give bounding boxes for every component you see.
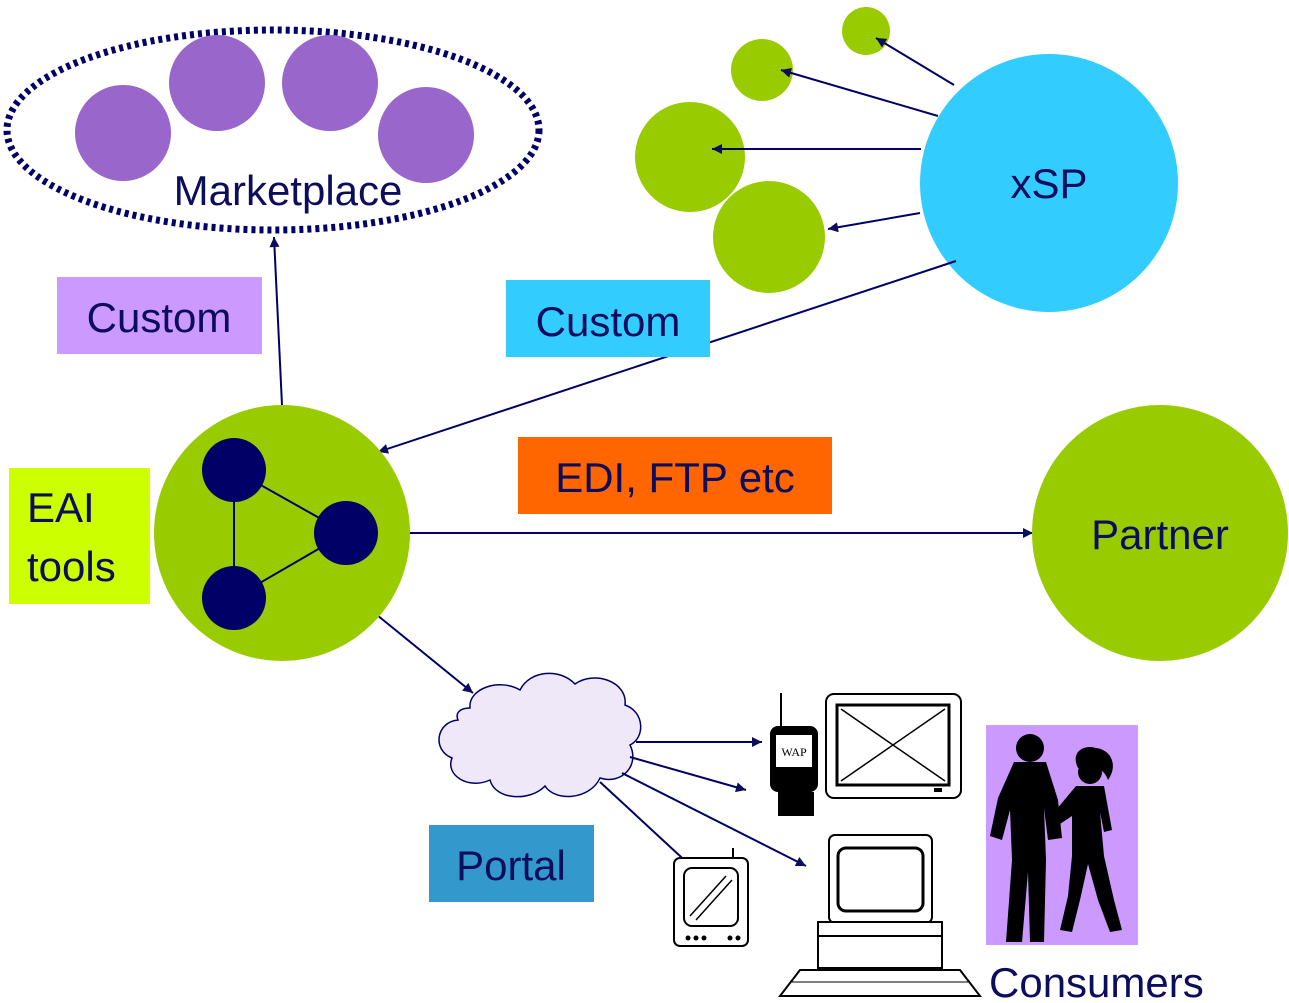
xsp-node xyxy=(920,54,1178,312)
eai-hub xyxy=(154,405,410,661)
marketplace-member-node xyxy=(75,85,171,181)
xsp-arrow xyxy=(827,212,921,233)
marketplace-boundary xyxy=(3,26,543,234)
eai-tools-label-line2: tools xyxy=(27,543,116,590)
custom-label-xsp-text: Custom xyxy=(536,298,681,345)
custom-label-xsp: Custom xyxy=(506,280,710,357)
eai-to-portal-arrow xyxy=(376,614,474,694)
xsp-client-node xyxy=(731,39,793,101)
xsp-arrow xyxy=(875,37,955,86)
portal-to-pc-arrow xyxy=(621,772,807,867)
wap-phone-text: WAP xyxy=(781,745,807,759)
eai-tools-label: EAI tools xyxy=(9,468,150,604)
television-icon xyxy=(825,693,962,799)
consumers-image xyxy=(986,725,1138,945)
portal-to-pda-arrow xyxy=(599,781,694,869)
custom-label-marketplace: Custom xyxy=(57,277,262,354)
marketplace-member-node xyxy=(378,87,474,183)
man-silhouette-icon xyxy=(990,734,1062,942)
portal-label: Portal xyxy=(429,825,594,902)
portal-to-tv-arrow xyxy=(629,756,747,793)
portal-label-text: Portal xyxy=(456,842,566,889)
marketplace-group: Marketplace xyxy=(3,26,543,234)
wap-phone-icon: WAP xyxy=(770,693,818,816)
edi-ftp-label: EDI, FTP etc xyxy=(518,437,832,514)
partner-label: Partner xyxy=(1091,511,1229,558)
consumers-label: Consumers xyxy=(989,959,1204,1003)
eai-component-node xyxy=(202,566,266,630)
custom-label-marketplace-text: Custom xyxy=(87,294,232,341)
desktop-computer-icon xyxy=(777,834,983,997)
edi-ftp-label-text: EDI, FTP etc xyxy=(555,454,795,501)
xsp-client-node xyxy=(842,7,890,55)
marketplace-member-node xyxy=(282,35,378,131)
portal-cloud-icon xyxy=(438,672,642,798)
partner-group: Partner xyxy=(1032,405,1288,661)
xsp-client-node xyxy=(635,102,745,212)
xsp-client-node xyxy=(713,181,825,293)
woman-silhouette-icon xyxy=(1046,746,1122,932)
xsp-label: xSP xyxy=(1010,160,1087,207)
xsp-arrow xyxy=(780,68,939,117)
eai-component-node xyxy=(202,438,266,502)
partner-node xyxy=(1032,405,1288,661)
xsp-group: xSP xyxy=(635,7,1178,312)
marketplace-member-node xyxy=(169,35,265,131)
pda-icon xyxy=(673,848,749,947)
eai-to-marketplace-arrow xyxy=(269,236,283,406)
eai-tools-label-line1: EAI xyxy=(27,484,95,531)
marketplace-label: Marketplace xyxy=(174,167,403,214)
eai-component-node xyxy=(314,501,378,565)
